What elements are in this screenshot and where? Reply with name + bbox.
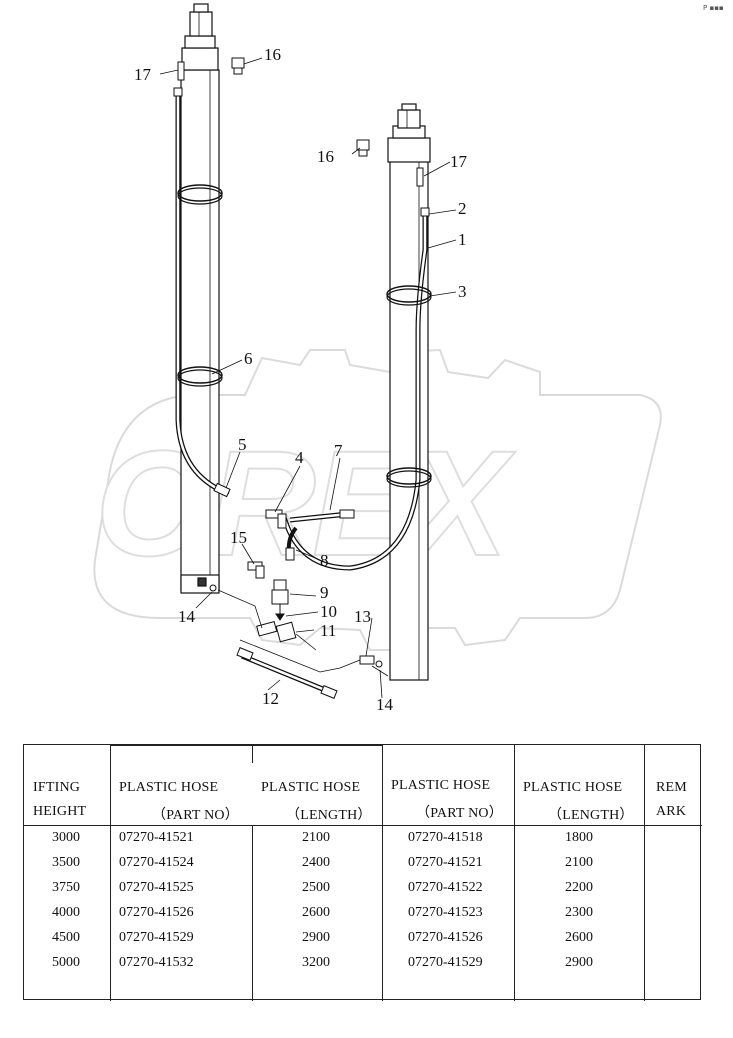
cell-hose2-length: 2600 <box>565 930 593 945</box>
cell-lifting-height: 3500 <box>52 855 80 870</box>
header-hose1-part-no-line1: PLASTIC HOSE <box>119 780 219 795</box>
corner-mark: P ▪▪▪ <box>703 4 724 12</box>
cell-hose1-part-no: 07270-41525 <box>119 880 194 895</box>
clamp-ring-icon <box>177 366 223 384</box>
assembly-lines <box>217 589 389 677</box>
o-ring-icon <box>209 584 217 592</box>
watermark-logo: OREX <box>93 348 662 651</box>
parts-diagram: OREX <box>93 3 662 714</box>
cell-hose2-length: 2100 <box>565 855 593 870</box>
cell-hose2-part-no: 07270-41529 <box>408 955 483 970</box>
header-hose1-length-line2: （LENGTH） <box>286 808 372 823</box>
callout-1: 1 <box>458 230 467 249</box>
callout-6: 6 <box>244 349 253 368</box>
callout-15: 15 <box>230 528 247 547</box>
cell-hose1-length: 2900 <box>302 930 330 945</box>
header-remark-line1: REM <box>656 780 687 795</box>
callout-12: 12 <box>262 689 279 708</box>
cell-hose2-part-no: 07270-41523 <box>408 905 483 920</box>
header-hose2-part-no-line2: （PART NO） <box>416 806 503 821</box>
callout-16-left: 16 <box>264 45 281 64</box>
callout-4: 4 <box>295 448 304 467</box>
leader-lines <box>159 57 457 699</box>
breather-plug-icon <box>356 139 370 157</box>
header-lifting-height-line2: HEIGHT <box>33 804 87 819</box>
callout-14-left: 14 <box>178 607 196 626</box>
callout-3: 3 <box>458 282 467 301</box>
callout-10: 10 <box>320 602 337 621</box>
callout-9: 9 <box>320 583 329 602</box>
bracket-icon <box>416 167 424 187</box>
clamp-ring-icon <box>386 285 432 303</box>
callout-13: 13 <box>354 607 371 626</box>
cell-lifting-height: 5000 <box>52 955 80 970</box>
cell-hose2-part-no: 07270-41526 <box>408 930 483 945</box>
callout-8: 8 <box>320 551 329 570</box>
header-hose2-part-no-line1: PLASTIC HOSE <box>391 778 491 793</box>
tee-fitting-icon <box>265 509 287 529</box>
callout-17-left: 17 <box>134 65 152 84</box>
cell-lifting-height: 3750 <box>52 880 80 895</box>
cell-hose1-length: 2100 <box>302 830 330 845</box>
callout-5: 5 <box>238 435 247 454</box>
cell-lifting-height: 3000 <box>52 830 80 845</box>
valve-icon <box>271 579 289 621</box>
cell-hose1-part-no: 07270-41521 <box>119 830 194 845</box>
valve-block-icon <box>256 621 297 643</box>
header-hose1-length-line1: PLASTIC HOSE <box>261 780 361 795</box>
connector-icon <box>359 655 383 668</box>
header-lifting-height-line1: IFTING <box>33 780 81 795</box>
cell-hose2-length: 2300 <box>565 905 593 920</box>
callout-17-right: 17 <box>450 152 468 171</box>
watermark-text: OREX <box>95 419 516 587</box>
cell-lifting-height: 4000 <box>52 905 80 920</box>
cell-hose1-part-no: 07270-41524 <box>119 855 194 870</box>
clamp-ring-icon <box>386 467 432 485</box>
bracket-icon <box>177 61 185 81</box>
callout-2: 2 <box>458 199 467 218</box>
left-cylinder <box>180 3 220 594</box>
cell-hose1-part-no: 07270-41526 <box>119 905 194 920</box>
cell-hose1-length: 3200 <box>302 955 330 970</box>
clamp-ring-icon <box>177 184 223 202</box>
cell-hose1-length: 2500 <box>302 880 330 895</box>
cell-hose1-length: 2400 <box>302 855 330 870</box>
header-remark-line2: ARK <box>656 804 687 819</box>
callout-16-right: 16 <box>317 147 334 166</box>
callout-11: 11 <box>320 621 336 640</box>
breather-plug-icon <box>231 57 245 75</box>
cell-hose2-part-no: 07270-41522 <box>408 880 483 895</box>
cell-hose2-part-no: 07270-41521 <box>408 855 483 870</box>
cell-lifting-height: 4500 <box>52 930 80 945</box>
cell-hose1-length: 2600 <box>302 905 330 920</box>
elbow-fitting-icon <box>247 561 265 579</box>
hose-spec-table: IFTING HEIGHT PLASTIC HOSE （PART NO） PLA… <box>23 744 702 1001</box>
callout-14-right: 14 <box>376 695 394 714</box>
watermark-gear-icon <box>93 348 662 651</box>
header-hose1-part-no-line2: （PART NO） <box>152 808 239 823</box>
cell-hose1-part-no: 07270-41532 <box>119 955 194 970</box>
cell-hose2-part-no: 07270-41518 <box>408 830 483 845</box>
cell-hose2-length: 1800 <box>565 830 593 845</box>
cell-hose1-part-no: 07270-41529 <box>119 930 194 945</box>
cell-hose2-length: 2200 <box>565 880 593 895</box>
right-cylinder <box>387 103 431 681</box>
cell-hose2-length: 2900 <box>565 955 593 970</box>
callout-7: 7 <box>334 441 343 460</box>
header-hose2-length-line1: PLASTIC HOSE <box>523 780 623 795</box>
header-hose2-length-line2: （LENGTH） <box>548 808 634 823</box>
